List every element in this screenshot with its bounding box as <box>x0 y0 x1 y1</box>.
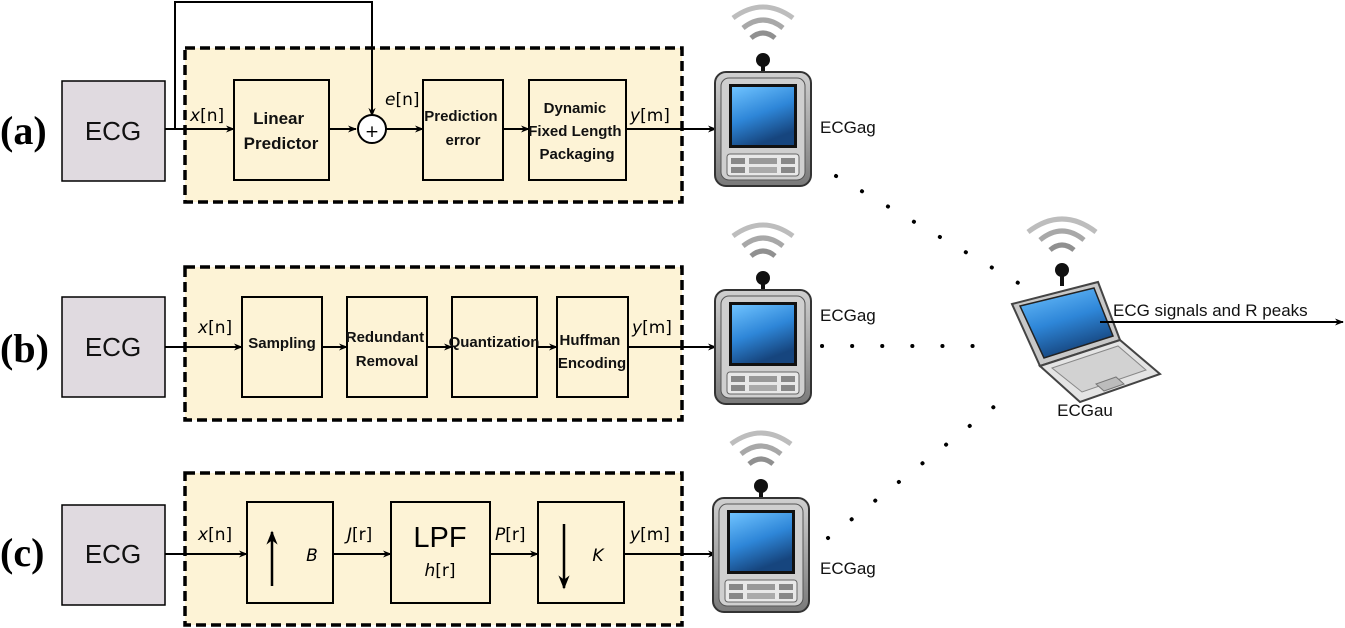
row-a-feedback-wire <box>174 1 376 129</box>
upsampler-block <box>246 501 334 604</box>
linear-predictor-label: Linear Predictor <box>244 109 319 153</box>
packaging-label: Dynamic Fixed Length Packaging <box>528 100 626 163</box>
huffman-encoding-label: Huffman Encoding <box>558 332 626 372</box>
linear-predictor-block <box>233 79 330 181</box>
aggregator-output-label: ECG signals and R peaks <box>1113 301 1308 320</box>
adder-plus-symbol: + <box>365 122 379 142</box>
lpf-title: LPF <box>413 522 466 554</box>
link-a-dots <box>834 174 1022 286</box>
lpf-block <box>390 501 491 604</box>
downsampler-block <box>537 501 625 604</box>
wireless-links <box>820 174 1022 540</box>
quantization-label: Quantization <box>449 334 540 351</box>
row-b-device-label: ECGag <box>820 306 876 325</box>
row-a-input-signal: x[n] <box>189 106 224 126</box>
row-c-input-signal: x[n] <box>197 525 232 545</box>
prediction-error-label: Prediction error <box>424 108 502 149</box>
row-b-input-signal: x[n] <box>197 318 232 338</box>
packaging-block <box>528 79 627 181</box>
row-c-ecg-label: ECG <box>85 539 141 569</box>
aggregator-label: ECGau <box>1057 401 1113 420</box>
row-b-label: (b) <box>0 326 49 371</box>
laptop-icon <box>1010 216 1162 404</box>
row-a-error-signal: e[n] <box>385 90 420 110</box>
row-a-output-signal: y[m] <box>629 106 670 126</box>
row-a-ecg-label: ECG <box>85 116 141 146</box>
sampling-block <box>241 296 323 398</box>
row-a-device-label: ECGag <box>820 118 876 137</box>
row-b-ecg-label: ECG <box>85 332 141 362</box>
redundant-removal-block <box>346 296 428 398</box>
row-b-output-signal: y[m] <box>631 318 672 338</box>
row-c-label: (c) <box>0 530 44 575</box>
row-c-up-signal: J[r] <box>344 525 372 545</box>
lpf-impulse-response: h[r] <box>424 561 455 581</box>
row-a-ecg-source <box>61 80 166 182</box>
row-c-device-label: ECGag <box>820 559 876 578</box>
row-b: (b) ECG x[n] Sampling Redundant Removal … <box>0 225 876 422</box>
row-b-ecg-source <box>61 296 166 398</box>
row-a-label: (a) <box>0 108 47 153</box>
row-c-ecg-source <box>61 504 166 606</box>
redundant-removal-label: Redundant Removal <box>346 329 429 370</box>
aggregator: ECG signals and R peaks ECGau <box>1010 216 1344 420</box>
row-c: (c) ECG x[n] B J[r] LPF h[r] P[r] K y[m]… <box>0 433 876 627</box>
upsample-factor: B <box>306 546 318 566</box>
row-c-output-signal: y[m] <box>629 525 670 545</box>
row-a-tablet-device-icon <box>715 7 811 186</box>
row-a: (a) ECG x[n] Linear Predictor + e[n] Pre… <box>0 1 876 204</box>
row-c-lpf-signal: P[r] <box>495 525 526 545</box>
huffman-encoding-block <box>556 296 629 398</box>
downsample-factor: K <box>592 546 605 566</box>
prediction-error-block <box>422 79 504 181</box>
row-b-tablet-device-icon <box>715 225 811 404</box>
row-c-tablet-device-icon <box>713 433 809 612</box>
sampling-label: Sampling <box>248 335 316 352</box>
quantization-block <box>451 296 538 398</box>
link-c-dots <box>826 400 1002 540</box>
